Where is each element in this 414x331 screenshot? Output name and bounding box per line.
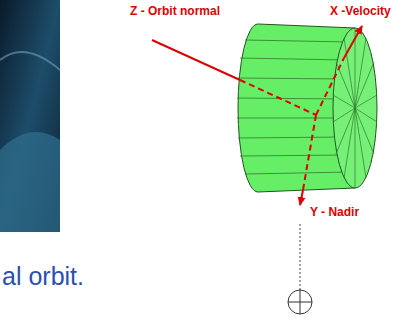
axis-label: Z - Orbit normal <box>130 5 220 19</box>
axis-label: X -Velocity <box>330 5 391 19</box>
nadir-line <box>300 224 301 290</box>
earth-photo <box>0 0 60 232</box>
spacecraft-cylinder <box>237 24 377 192</box>
axes <box>152 26 362 205</box>
slide-text: al orbit. <box>2 262 84 291</box>
axis-label: Y - Nadir <box>310 206 359 220</box>
earth-symbol <box>288 290 312 314</box>
